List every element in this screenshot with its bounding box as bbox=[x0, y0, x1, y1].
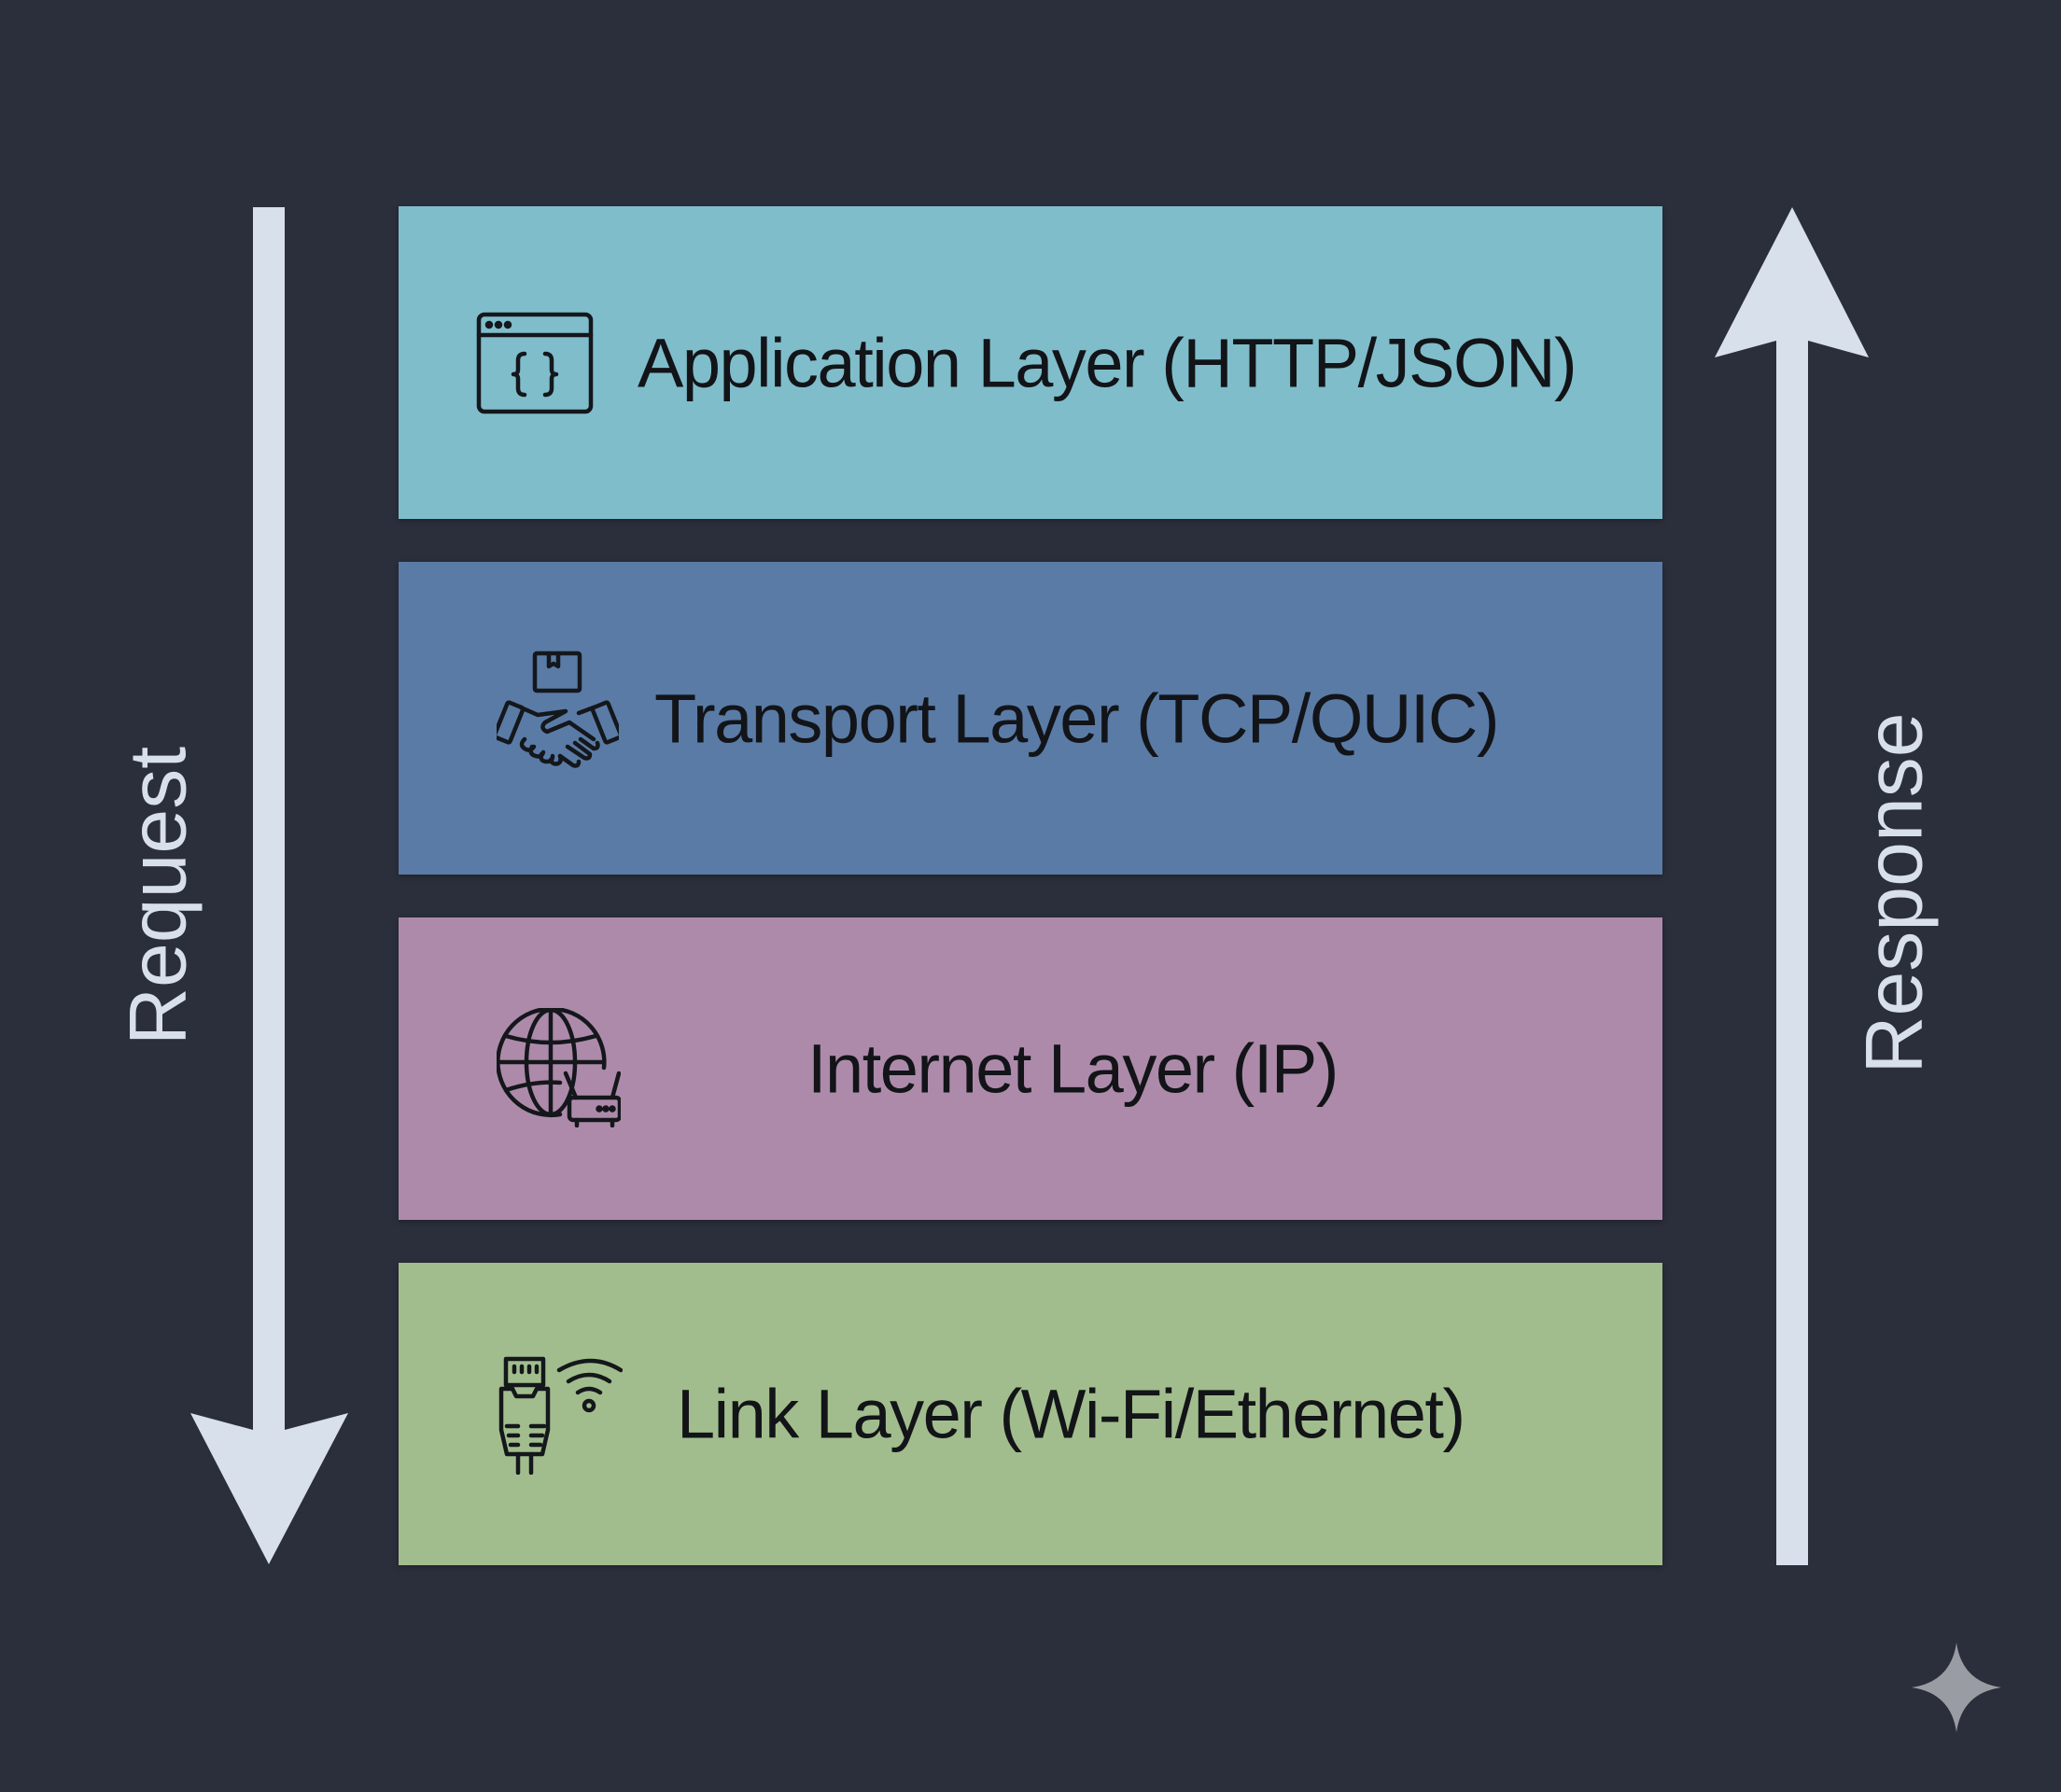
application-layer-label: Application Layer (HTTP/JSON) bbox=[638, 324, 1577, 401]
ethernet-wifi-icon bbox=[498, 1355, 623, 1475]
code-window-icon bbox=[476, 312, 594, 414]
request-arrow bbox=[190, 207, 348, 1564]
globe-router-icon bbox=[497, 1008, 621, 1127]
sparkle-icon bbox=[1910, 1641, 2003, 1734]
link-layer-label: Link Layer (Wi-Fi/Ethernet) bbox=[677, 1375, 1465, 1453]
internet-layer-label: Internet Layer (IP) bbox=[807, 1029, 1339, 1108]
application-layer-box: Application Layer (HTTP/JSON) bbox=[399, 206, 1662, 519]
response-arrow bbox=[1715, 207, 1869, 1565]
transport-layer-label: Transport Layer (TCP/QUIC) bbox=[654, 679, 1500, 757]
response-label: Response bbox=[1849, 712, 1940, 1074]
handshake-package-icon bbox=[497, 650, 619, 771]
internet-layer-box: Internet Layer (IP) bbox=[399, 917, 1662, 1220]
request-label: Request bbox=[113, 746, 203, 1046]
link-layer-box: Link Layer (Wi-Fi/Ethernet) bbox=[399, 1263, 1662, 1565]
transport-layer-box: Transport Layer (TCP/QUIC) bbox=[399, 562, 1662, 875]
